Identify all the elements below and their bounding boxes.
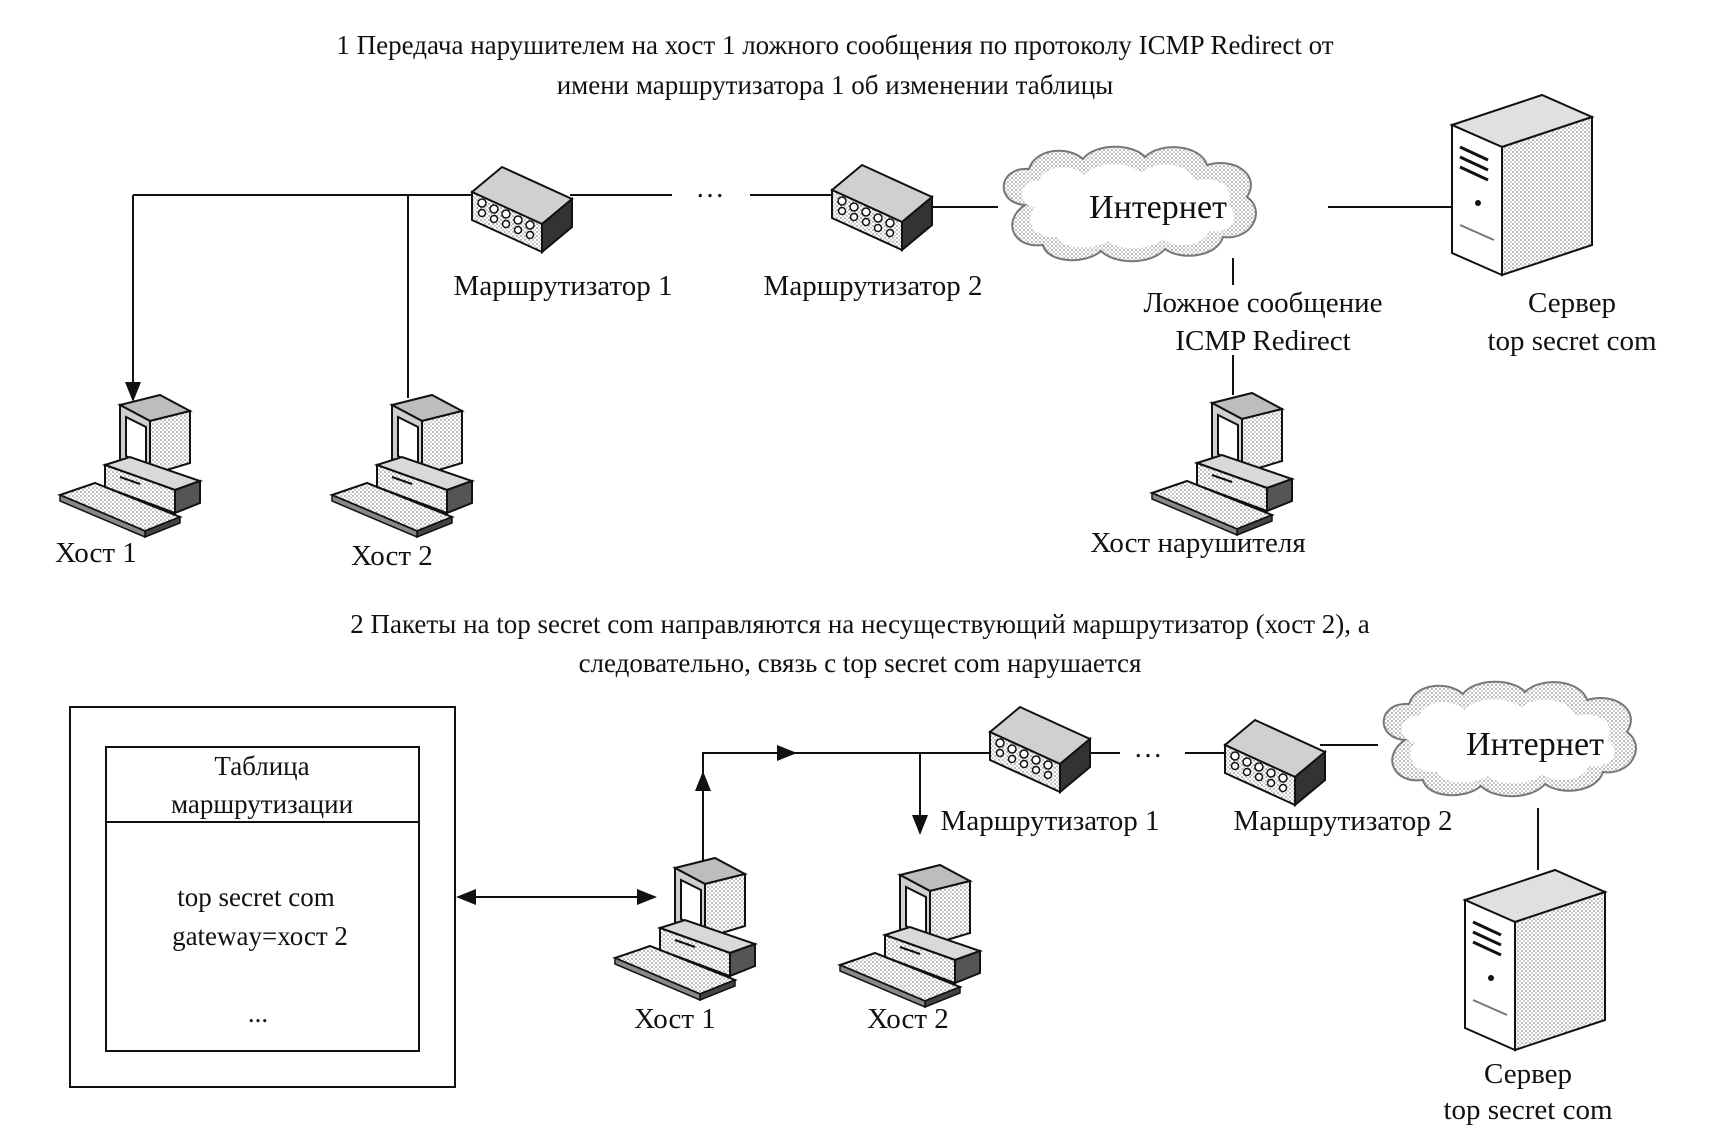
step2-host-2-computer-icon [839,864,981,1008]
step1-server-line1: Сервер [1528,287,1616,319]
router-1-icon [471,166,573,253]
step2-caption-line2: следовательно, связь с top secret com на… [579,648,1142,678]
step2-caption-line1: 2 Пакеты на top secret com направляются … [350,609,1370,639]
step2-internet-label: Интернет [1466,726,1604,763]
table-header-line1: Таблица [214,751,309,781]
step1-links [125,194,1452,402]
routing-table [69,706,456,1088]
step2-server-line1: Сервер [1484,1058,1572,1090]
step2-router2-label: Маршрутизатор 2 [1234,805,1453,837]
step1-host2-label: Хост 2 [351,540,433,572]
step1-fake-msg-line1: Ложное сообщение [1144,287,1383,319]
host-1-computer-icon [59,394,201,538]
step2-host-1-computer-icon [614,857,756,1001]
attacker-computer-icon [1151,392,1293,536]
router-2-icon [831,164,933,251]
step1-ellipsis: … [696,172,725,204]
step1-router1-label: Маршрутизатор 1 [454,270,673,302]
step2-server-line2: top secret com [1443,1094,1613,1126]
step1-fake-msg-line2: ICMP Redirect [1175,325,1350,357]
step2-host1-label: Хост 1 [634,1003,716,1035]
table-header-line2: маршрутизации [171,789,353,819]
step2-server-icon [1463,868,1607,1052]
table-entry-line2: gateway=хост 2 [172,921,348,951]
step2-ellipsis: … [1134,732,1163,764]
step1-router2-label: Маршрутизатор 2 [764,270,983,302]
step1-attacker-label: Хост нарушителя [1090,527,1305,559]
step2-links [456,744,1539,905]
step1-caption-line1: 1 Передача нарушителем на хост 1 ложного… [336,30,1333,60]
table-entry-line1: top secret com [177,882,334,912]
step1-host1-label: Хост 1 [55,537,137,569]
step2-router-2-icon [1224,719,1326,806]
table-more: ... [248,998,268,1028]
step2-router-1-icon [989,706,1091,793]
host-2-computer-icon [331,394,473,538]
step2-router1-label: Маршрутизатор 1 [941,805,1160,837]
step1-internet-label: Интернет [1089,189,1227,226]
server-icon [1450,93,1594,277]
step2-host2-label: Хост 2 [867,1003,949,1035]
step1-server-line2: top secret com [1487,325,1657,357]
step1-caption-line2: имени маршрутизатора 1 об изменении табл… [557,70,1114,100]
